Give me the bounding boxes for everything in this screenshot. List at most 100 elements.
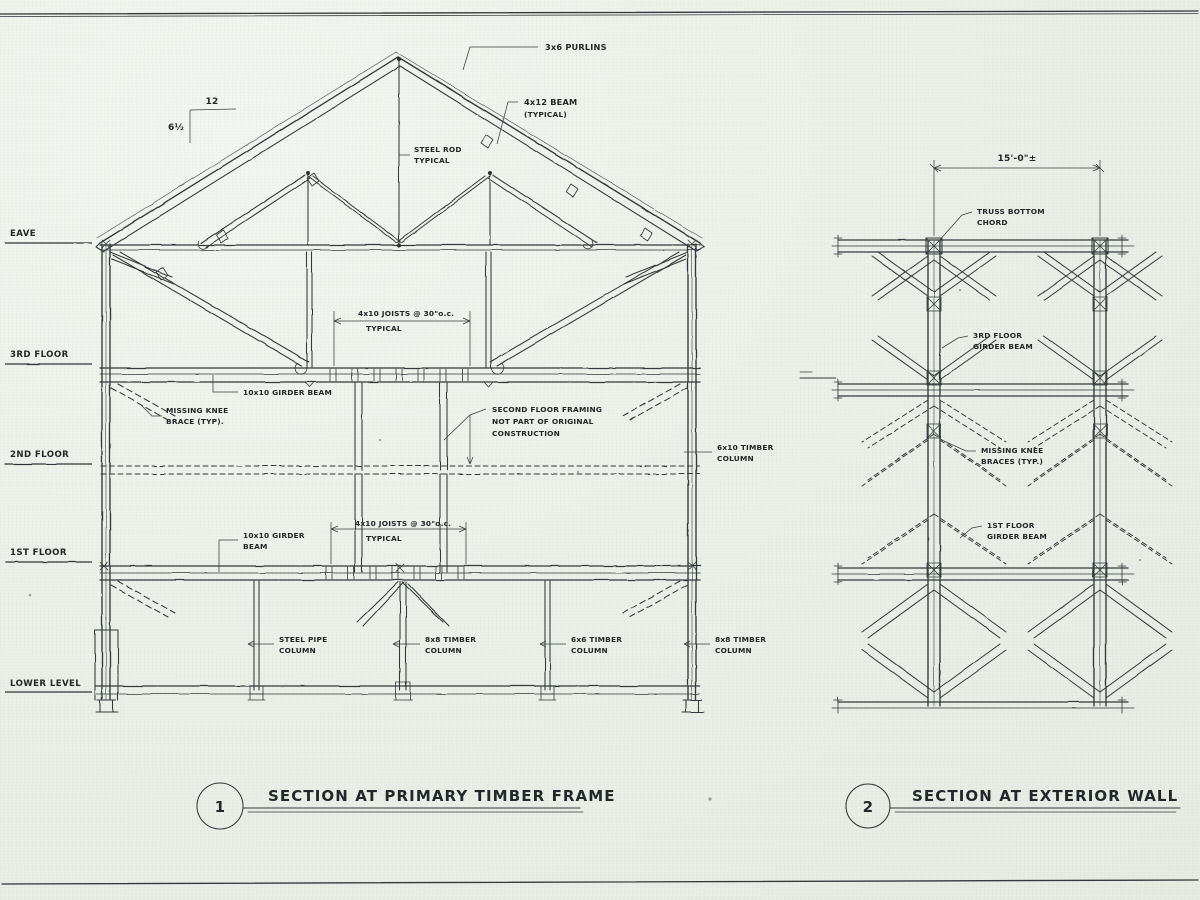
leader-beam: 4x12 BEAM (TYPICAL) [496, 97, 577, 145]
level-label-third: 3RD FLOOR [10, 350, 69, 360]
label-col6x6-l1: 6x6 TIMBER [571, 635, 622, 644]
label-col6x10-l2: COLUMN [717, 454, 754, 463]
leader-timber-column-6x6: 6x6 TIMBER COLUMN [539, 635, 622, 655]
level-label-first: 1ST FLOOR [10, 548, 67, 558]
roof-purlins [155, 134, 653, 281]
leader-girder-lower: 10x10 GIRDER BEAM [218, 531, 305, 572]
dim-joists-lower: 4x10 JOISTS @ 30"o.c. TYPICAL [330, 519, 467, 564]
leader-timber-column-6x10: 6x10 TIMBER COLUMN [684, 443, 774, 463]
leader-steel-pipe-column: STEEL PIPE COLUMN [247, 635, 327, 655]
right-lower-level-line [831, 696, 1135, 714]
dim-joists-upper: 4x10 JOISTS @ 30"o.c. TYPICAL [333, 309, 471, 366]
title-left-section: SECTION AT PRIMARY TIMBER FRAME [268, 787, 616, 805]
leader-second-floor-framing: SECOND FLOOR FRAMING NOT PART OF ORIGINA… [443, 405, 602, 465]
right-knee-braces-top [871, 251, 1163, 381]
third-floor-diagonal-braces [112, 251, 687, 375]
label-col8x8r-l2: COLUMN [715, 646, 752, 655]
missing-knee-braces-first [110, 580, 688, 618]
right-column-joints [925, 237, 1109, 578]
label-col6x6-l2: COLUMN [571, 646, 608, 655]
dimension-15-0-label: 15'-0"± [998, 154, 1037, 164]
label-beam-l1: 4x12 BEAM [524, 97, 577, 107]
label-joists-upper-l2: TYPICAL [366, 324, 402, 333]
dim-15-0: 15'-0"± [929, 154, 1105, 236]
right-main-columns [927, 239, 1107, 707]
right-first-floor-beam [831, 562, 1135, 586]
title-bubble-number-1: 1 [215, 798, 226, 816]
sheet-bottom-edge [1, 879, 1199, 885]
level-label-eave: EAVE [10, 229, 36, 239]
exterior-timber-posts [95, 243, 705, 713]
right-knee-braces-bottom [861, 583, 1173, 699]
leader-right-missing-knee-braces: MISSING KNEE BRACES (TYP.) [943, 440, 1043, 466]
label-3rd-girder-l1: 3RD FLOOR [973, 331, 1022, 340]
missing-knee-braces-third [110, 383, 688, 421]
label-2nd-fl-l1: SECOND FLOOR FRAMING [492, 405, 602, 414]
third-floor-framing [99, 367, 701, 388]
level-datum-lines [5, 242, 92, 693]
title-block-right: 2 SECTION AT EXTERIOR WALL [845, 783, 1181, 829]
left-section-annotations: 12 6½ 3x6 PURLINS 4x12 BEAM (TYPICAL) ST… [10, 42, 774, 689]
label-girder-lower-l2: BEAM [243, 542, 268, 551]
sheet-top-edge [0, 10, 1199, 17]
lower-level-floor [95, 681, 701, 701]
label-1st-girder-l1: 1ST FLOOR [987, 521, 1035, 530]
label-r-missing-knee-l2: BRACES (TYP.) [981, 457, 1043, 466]
label-joists-lower-l2: TYPICAL [366, 534, 402, 543]
right-section-drawing [799, 234, 1173, 714]
title-bubble-number-2: 2 [863, 798, 874, 816]
third-floor-joists [329, 368, 469, 382]
label-steel-pipe-l1: STEEL PIPE [279, 635, 327, 644]
lower-level-columns [94, 580, 551, 701]
right-third-floor-beam [799, 371, 1135, 402]
label-beam-l2: (TYPICAL) [524, 110, 567, 119]
leader-truss-bottom-chord: TRUSS BOTTOM CHORD [936, 207, 1045, 244]
post-joint-marks [101, 239, 697, 249]
label-r-missing-knee-l1: MISSING KNEE [981, 446, 1043, 455]
right-missing-knee-braces [861, 399, 1173, 565]
label-missing-knee-l1: MISSING KNEE [166, 406, 228, 415]
interior-posts-lower-mid [354, 473, 448, 573]
label-truss-chord-l1: TRUSS BOTTOM [977, 207, 1045, 216]
pitch-rise-label: 6½ [168, 122, 184, 133]
label-girder-upper: 10x10 GIRDER BEAM [243, 388, 332, 397]
label-purlins: 3x6 PURLINS [545, 42, 607, 52]
title-block-left: 1 SECTION AT PRIMARY TIMBER FRAME [196, 782, 616, 830]
interior-posts-mid [354, 382, 448, 471]
center-column-knee-braces [356, 581, 450, 691]
label-2nd-fl-l3: CONSTRUCTION [492, 429, 560, 438]
label-2nd-fl-l2: NOT PART OF ORIGINAL [492, 417, 594, 426]
leader-third-floor-girder: 3RD FLOOR GIRDER BEAM [941, 331, 1033, 351]
eave-knee-braces [109, 251, 689, 285]
interior-posts-upper [306, 251, 492, 369]
leader-purlins: 3x6 PURLINS [462, 42, 607, 71]
right-truss-bottom-chord [831, 234, 1135, 258]
level-label-lower: LOWER LEVEL [10, 679, 81, 689]
leader-missing-knee-brace: MISSING KNEE BRACE (TYP). [139, 403, 228, 426]
label-steel-rod-l2: TYPICAL [414, 156, 450, 165]
first-floor-joists [325, 566, 465, 580]
label-joists-upper-l1: 4x10 JOISTS @ 30"o.c. [358, 309, 454, 318]
leader-first-floor-girder: 1ST FLOOR GIRDER BEAM [959, 521, 1047, 541]
label-girder-lower-l1: 10x10 GIRDER [243, 531, 305, 540]
right-section-annotations: 15'-0"± TRUSS BOTTOM CHORD 3RD FLOOR GIR… [929, 154, 1105, 541]
label-joists-lower-l1: 4x10 JOISTS @ 30"o.c. [355, 519, 451, 528]
left-section-drawing [5, 51, 705, 713]
label-col6x10-l1: 6x10 TIMBER [717, 443, 774, 452]
second-floor-framing [100, 465, 700, 475]
leader-steel-rod: STEEL ROD TYPICAL [399, 145, 462, 165]
label-1st-girder-l2: GIRDER BEAM [987, 532, 1047, 541]
label-steel-pipe-l2: COLUMN [279, 646, 316, 655]
paper-specks [28, 288, 1142, 801]
roof-planes [95, 51, 705, 253]
leader-timber-column-8x8-mid: 8x8 TIMBER COLUMN [392, 635, 476, 655]
label-missing-knee-l2: BRACE (TYP). [166, 417, 224, 426]
label-steel-rod-l1: STEEL ROD [414, 145, 462, 154]
leader-timber-column-8x8-right: 8x8 TIMBER COLUMN [683, 635, 766, 655]
label-col8x8m-l1: 8x8 TIMBER [425, 635, 476, 644]
truss-webs [197, 56, 598, 250]
first-floor-framing [99, 561, 701, 581]
level-label-second: 2ND FLOOR [10, 450, 69, 460]
